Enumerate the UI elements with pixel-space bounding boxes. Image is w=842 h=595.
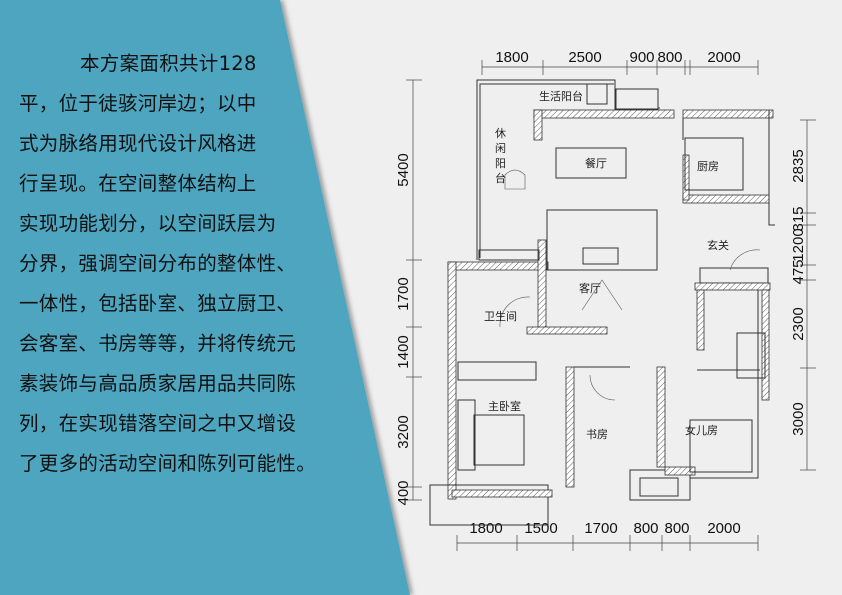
room-label-leisure-balcony: 台 <box>495 171 506 185</box>
dim-bottom: 800 <box>664 520 689 537</box>
dim-top: 1800 <box>495 49 528 66</box>
description-line: 会客室、书房等等，并将传统元 <box>19 332 297 355</box>
dim-bottom: 1800 <box>469 520 502 537</box>
dim-bottom: 2000 <box>707 520 740 537</box>
description-line: 平，位于徒骇河岸边；以中 <box>19 92 257 115</box>
description-line: 列，在实现错落空间之中又增设 <box>19 412 297 435</box>
dim-left: 3200 <box>395 415 412 448</box>
dim-top: 2000 <box>707 49 740 66</box>
description-line: 实现功能划分，以空间跃层为 <box>19 212 277 235</box>
dim-left: 5400 <box>395 153 412 186</box>
dim-top: 900 <box>629 49 654 66</box>
dim-bottom: 1500 <box>524 520 557 537</box>
room-label-leisure-balcony: 闲 <box>495 141 506 155</box>
dimension-lines <box>406 60 816 551</box>
dim-bottom: 800 <box>633 520 658 537</box>
room-label-service-balcony: 生活阳台 <box>539 89 583 103</box>
dim-right: 475 <box>790 259 807 284</box>
dim-left: 1400 <box>395 335 412 368</box>
room-label-foyer: 玄关 <box>707 238 729 252</box>
dim-left: 400 <box>395 480 412 505</box>
dim-top: 2500 <box>568 49 601 66</box>
dim-right: 1200 <box>790 228 807 261</box>
dim-left: 1700 <box>395 277 412 310</box>
dim-right: 3000 <box>790 402 807 435</box>
walls <box>429 79 775 526</box>
room-label-leisure-balcony: 阳 <box>495 157 506 170</box>
dim-top: 800 <box>657 49 682 66</box>
blue-text-panel <box>0 0 410 595</box>
description-line: 行呈现。在空间整体结构上 <box>19 172 257 195</box>
dim-bottom: 1700 <box>584 520 617 537</box>
room-label-master-bedroom: 主卧室 <box>488 399 521 413</box>
description-line: 一体性，包括卧室、独立厨卫、 <box>19 292 297 315</box>
description-line: 素装饰与高品质家居用品共同陈 <box>19 372 297 395</box>
dim-right: 2835 <box>790 149 807 182</box>
room-label-daughter-room: 女儿房 <box>685 423 718 437</box>
description-line: 本方案面积共计128 <box>80 52 257 75</box>
description-line: 了更多的活动空间和陈列可能性。 <box>19 452 317 475</box>
description-line: 分界，强调空间分布的整体性、 <box>19 252 297 275</box>
room-label-living: 客厅 <box>579 281 601 295</box>
room-label-leisure-balcony: 休 <box>495 127 506 140</box>
room-label-dining: 餐厅 <box>585 156 607 170</box>
room-label-bathroom: 卫生间 <box>484 309 517 323</box>
room-label-kitchen: 厨房 <box>697 160 719 173</box>
dim-right: 2300 <box>790 307 807 340</box>
dim-right: 315 <box>790 206 807 231</box>
description-line: 式为脉络用现代设计风格进 <box>19 132 257 155</box>
description-text: 本方案面积共计128 平，位于徒骇河岸边；以中 式为脉络用现代设计风格进 行呈现… <box>19 44 399 484</box>
room-label-study: 书房 <box>586 428 608 441</box>
